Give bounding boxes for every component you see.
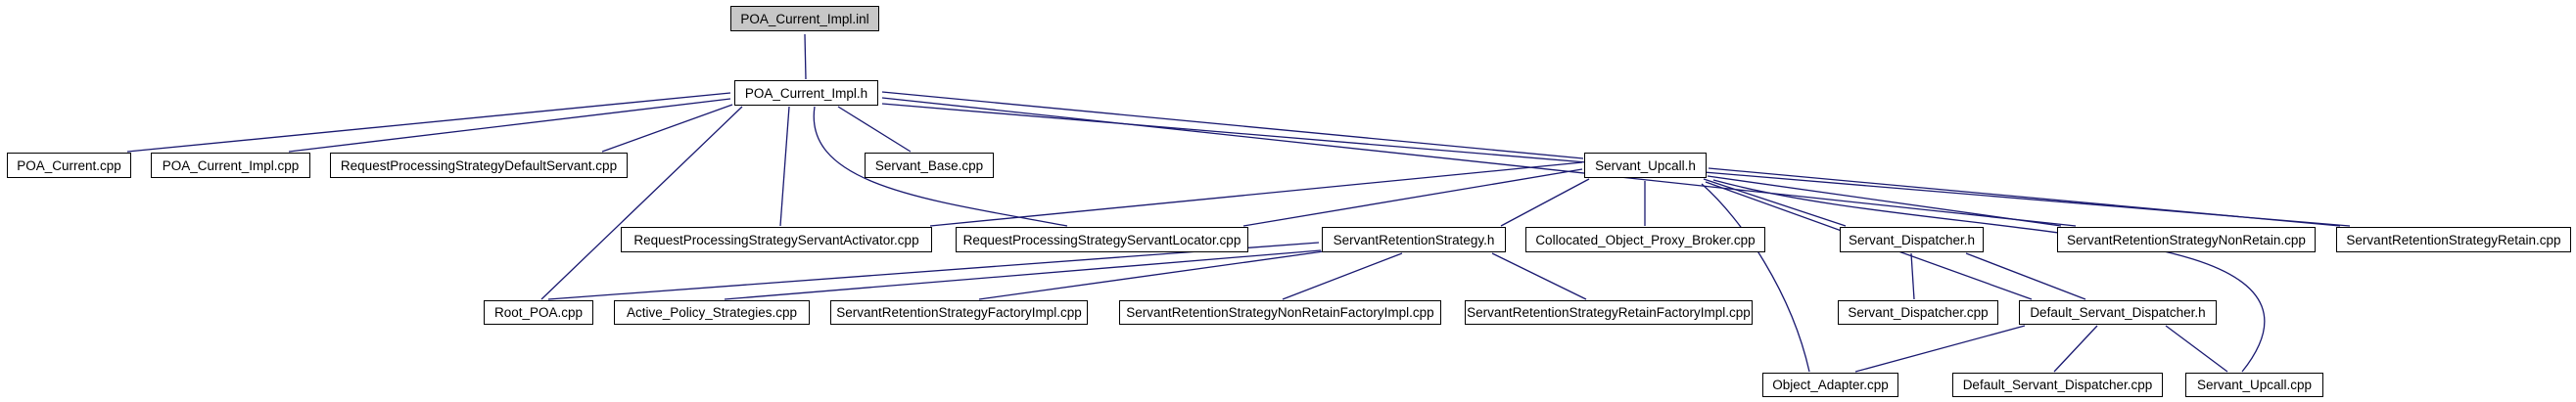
edge-servant_dispatcher_h-to-servant_upcall_h bbox=[1703, 178, 1847, 227]
edge-poa_current_impl_h-to-poa_current_impl_inl bbox=[804, 33, 807, 80]
node-object_adapter_cpp[interactable]: Object_Adapter.cpp bbox=[1762, 373, 1898, 397]
node-default_servant_dispatcher_cpp[interactable]: Default_Servant_Dispatcher.cpp bbox=[1952, 373, 2163, 397]
node-poa_current_impl_inl: POA_Current_Impl.inl bbox=[730, 6, 879, 31]
node-poa_current_impl_cpp[interactable]: POA_Current_Impl.cpp bbox=[151, 153, 310, 178]
edge-servant_upcall_cpp-to-default_servant_dispatcher_h bbox=[2165, 325, 2228, 373]
edge-srs_factoryimpl_cpp-to-servant_retention_strategy_h bbox=[978, 250, 1325, 300]
node-servant_upcall_cpp[interactable]: Servant_Upcall.cpp bbox=[2185, 373, 2323, 397]
edge-active_policy_strategies_cpp-to-servant_retention_strategy_h bbox=[724, 249, 1322, 300]
edge-srs_nonretain_cpp-to-servant_upcall_h bbox=[1707, 175, 2062, 227]
node-req_default_servant_cpp[interactable]: RequestProcessingStrategyDefaultServant.… bbox=[330, 153, 628, 178]
edge-req_default_servant_cpp-to-poa_current_impl_h bbox=[601, 104, 733, 153]
edge-servant_base_cpp-to-poa_current_impl_h bbox=[837, 106, 912, 153]
edge-req_servant_locator_cpp-to-servant_upcall_h bbox=[1242, 168, 1583, 227]
node-srs_nonretain_factoryimpl_cpp[interactable]: ServantRetentionStrategyNonRetainFactory… bbox=[1119, 300, 1441, 325]
node-servant_retention_strategy_h[interactable]: ServantRetentionStrategy.h bbox=[1322, 227, 1506, 252]
node-servant_dispatcher_cpp[interactable]: Servant_Dispatcher.cpp bbox=[1838, 300, 1998, 325]
edge-srs_retain_factoryimpl_cpp-to-servant_retention_strategy_h bbox=[1491, 252, 1587, 300]
node-active_policy_strategies_cpp[interactable]: Active_Policy_Strategies.cpp bbox=[614, 300, 810, 325]
edge-root_poa_cpp-to-poa_current_impl_h bbox=[540, 106, 743, 300]
node-root_poa_cpp[interactable]: Root_POA.cpp bbox=[484, 300, 593, 325]
edge-req_servant_locator_cpp-to-poa_current_impl_h bbox=[813, 106, 1068, 227]
node-srs_retain_factoryimpl_cpp[interactable]: ServantRetentionStrategyRetainFactoryImp… bbox=[1465, 300, 1753, 325]
node-srs_retain_cpp[interactable]: ServantRetentionStrategyRetain.cpp bbox=[2336, 227, 2571, 252]
edge-servant_upcall_cpp-to-servant_upcall_h bbox=[1712, 179, 2266, 373]
edge-servant_retention_strategy_h-to-servant_upcall_h bbox=[1500, 178, 1590, 227]
edge-req_servant_activator_cpp-to-poa_current_impl_h bbox=[779, 106, 790, 227]
node-poa_current_cpp[interactable]: POA_Current.cpp bbox=[7, 153, 131, 178]
edge-poa_current_impl_cpp-to-poa_current_impl_h bbox=[288, 98, 731, 153]
edge-default_servant_dispatcher_h-to-servant_dispatcher_h bbox=[1965, 252, 2086, 300]
edge-poa_current_cpp-to-poa_current_impl_h bbox=[126, 92, 731, 153]
node-servant_base_cpp[interactable]: Servant_Base.cpp bbox=[865, 153, 994, 178]
edge-srs_nonretain_cpp-to-poa_current_impl_h bbox=[881, 97, 2077, 227]
node-servant_upcall_h[interactable]: Servant_Upcall.h bbox=[1584, 153, 1707, 178]
node-srs_factoryimpl_cpp[interactable]: ServantRetentionStrategyFactoryImpl.cpp bbox=[830, 300, 1088, 325]
node-collocated_obj_proxy_broker_cpp[interactable]: Collocated_Object_Proxy_Broker.cpp bbox=[1525, 227, 1765, 252]
edge-object_adapter_cpp-to-default_servant_dispatcher_h bbox=[1854, 325, 2026, 373]
node-default_servant_dispatcher_h[interactable]: Default_Servant_Dispatcher.h bbox=[2019, 300, 2217, 325]
edge-srs_nonretain_factoryimpl_cpp-to-servant_retention_strategy_h bbox=[1282, 252, 1403, 300]
edge-default_servant_dispatcher_cpp-to-default_servant_dispatcher_h bbox=[2053, 325, 2098, 373]
edge-req_servant_activator_cpp-to-servant_upcall_h bbox=[929, 161, 1583, 227]
edge-servant_dispatcher_cpp-to-servant_dispatcher_h bbox=[1910, 252, 1915, 300]
edge-object_adapter_cpp-to-servant_upcall_h bbox=[1701, 183, 1810, 373]
node-req_servant_activator_cpp[interactable]: RequestProcessingStrategyServantActivato… bbox=[621, 227, 932, 252]
node-poa_current_impl_h[interactable]: POA_Current_Impl.h bbox=[734, 80, 878, 106]
node-srs_nonretain_cpp[interactable]: ServantRetentionStrategyNonRetain.cpp bbox=[2057, 227, 2316, 252]
edge-srs_retain_cpp-to-servant_upcall_h bbox=[1708, 167, 2341, 227]
node-servant_dispatcher_h[interactable]: Servant_Dispatcher.h bbox=[1840, 227, 1984, 252]
node-req_servant_locator_cpp[interactable]: RequestProcessingStrategyServantLocator.… bbox=[956, 227, 1248, 252]
edge-servant_upcall_h-to-poa_current_impl_h bbox=[881, 91, 1584, 159]
